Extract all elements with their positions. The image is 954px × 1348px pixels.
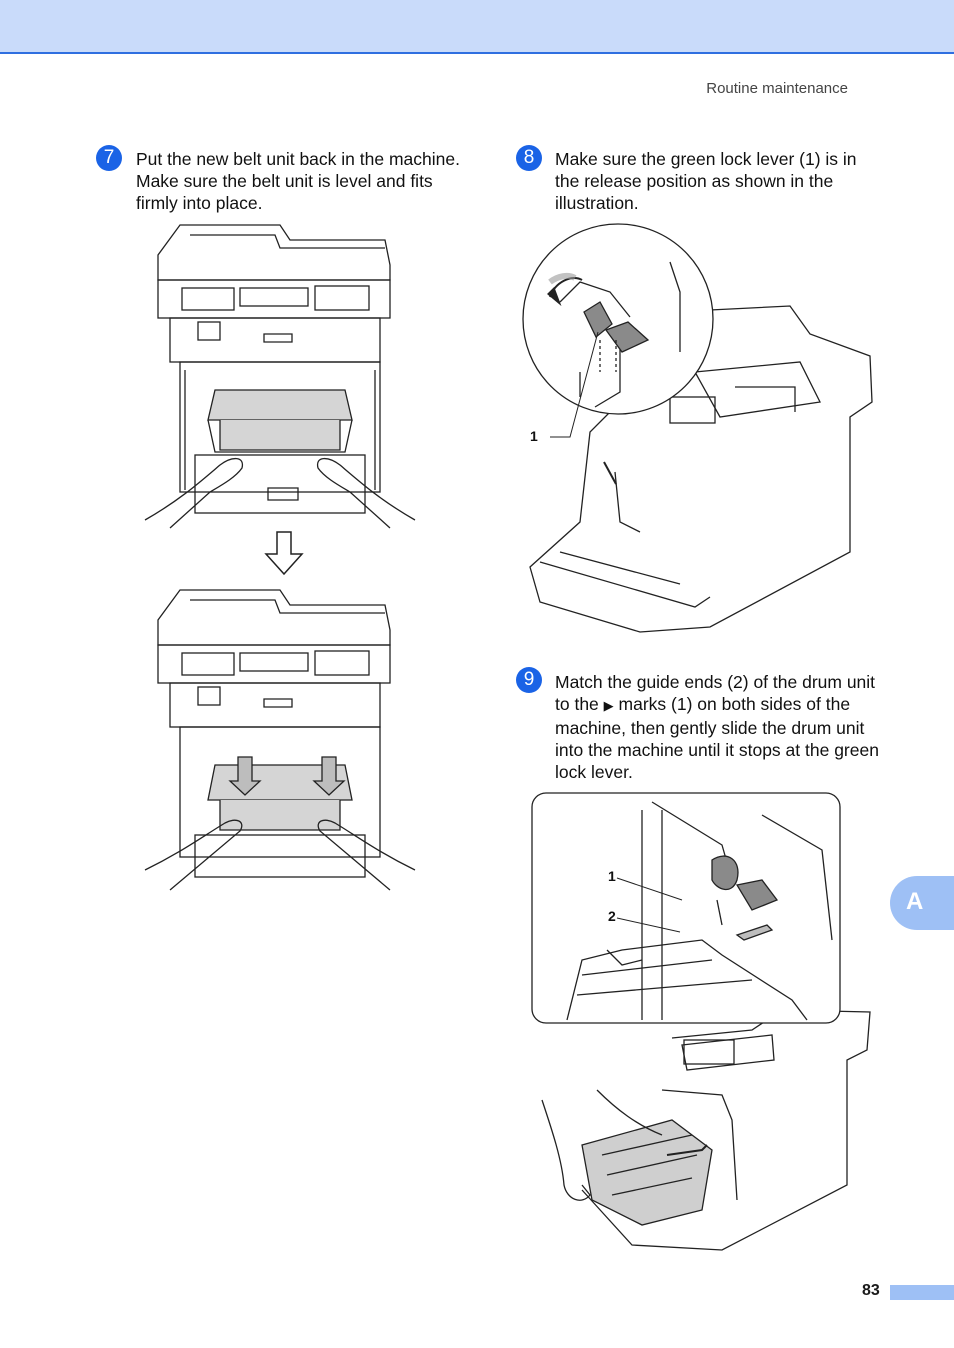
step-9-text-after: marks (1) on both sides of the machine, …	[555, 694, 879, 782]
callout-2-drum: 2	[608, 908, 616, 924]
lock-lever-illustration: 1	[522, 223, 873, 633]
header-band	[0, 0, 954, 54]
section-title: Routine maintenance	[706, 80, 848, 97]
callout-1: 1	[530, 428, 538, 444]
callout-1-drum: 1	[608, 868, 616, 884]
printer-belt-installed-illustration	[144, 589, 416, 891]
page-number: 83	[862, 1282, 880, 1299]
step-7-badge: 7	[96, 145, 122, 171]
down-arrow-icon	[264, 531, 304, 576]
drum-insertion-illustration: 1 2	[531, 792, 871, 1251]
footer-band	[890, 1285, 954, 1300]
step-9-badge: 9	[516, 667, 542, 693]
step-7-text: Put the new belt unit back in the machin…	[136, 149, 460, 213]
right-triangle-icon: ▶	[603, 698, 614, 713]
appendix-tab: A	[890, 876, 954, 930]
appendix-tab-label: A	[906, 888, 924, 915]
step-8-badge: 8	[516, 145, 542, 171]
step-9-text-before: Match the guide ends (2) of the drum uni…	[555, 672, 876, 714]
printer-belt-insert-illustration	[144, 224, 416, 529]
step-8-text: Make sure the green lock lever (1) is in…	[555, 149, 857, 213]
step-9-text: Match the guide ends (2) of the drum uni…	[555, 671, 885, 783]
